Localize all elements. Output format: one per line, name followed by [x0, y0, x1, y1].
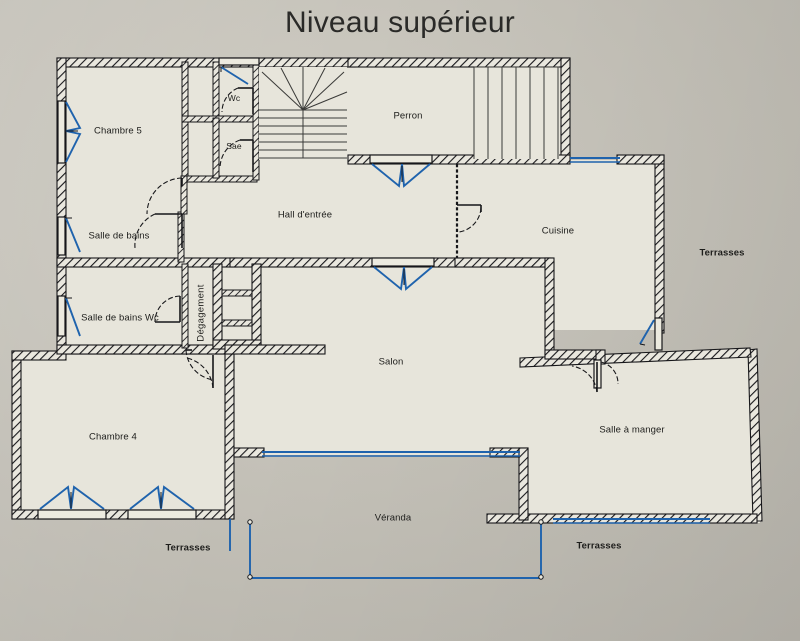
room-label-hall-entree: Hall d'entrée — [277, 209, 333, 221]
room-label-salle-de-bains-wc: Salle de bains Wc — [81, 312, 159, 324]
room-label-chambre-4: Chambre 4 — [89, 431, 137, 443]
room-label-cuisine: Cuisine — [541, 225, 575, 237]
room-label-degagement: Dégagement — [195, 284, 207, 342]
room-label-chambre-5: Chambre 5 — [94, 125, 142, 137]
interior-walls — [56, 57, 606, 521]
room-label-veranda: Véranda — [374, 512, 412, 524]
room-label-wc-upper: Wc — [227, 93, 241, 103]
room-label-salon: Salon — [378, 356, 404, 368]
terrace-edges — [229, 157, 710, 551]
room-label-terrasses-bottom-left: Terrasses — [165, 542, 211, 554]
room-label-salle-de-bains: Salle de bains — [88, 230, 150, 242]
staircase-exterior-perron — [473, 66, 559, 159]
room-label-salle-a-manger: Salle à manger — [599, 424, 665, 436]
page-title: Niveau supérieur — [285, 6, 515, 39]
room-label-perron: Perron — [393, 110, 423, 122]
doors — [134, 87, 598, 393]
veranda-glazing — [247, 451, 544, 580]
room-label-terrasses-right: Terrasses — [699, 247, 745, 259]
staircase-interior — [259, 67, 348, 160]
room-label-sae: Sae — [226, 141, 242, 151]
room-label-terrasses-bottom-right: Terrasses — [576, 540, 622, 552]
exterior-walls — [11, 57, 763, 524]
